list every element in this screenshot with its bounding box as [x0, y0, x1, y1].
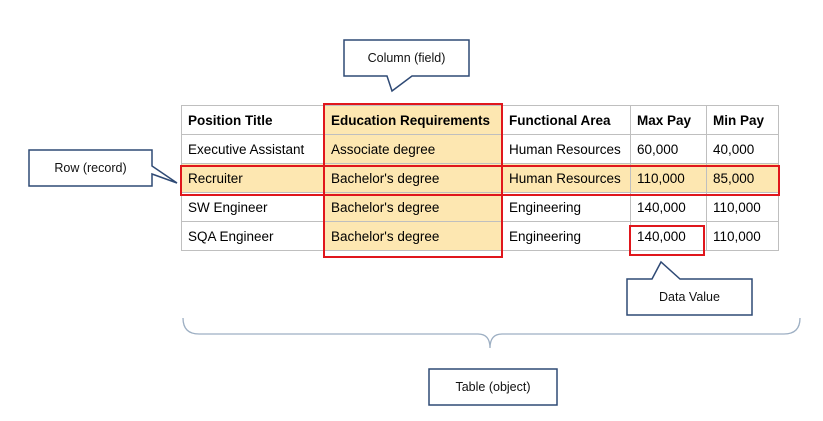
table-row: SW Engineer Bachelor's degree Engineerin…	[181, 192, 779, 222]
table-row: Executive Assistant Associate degree Hum…	[181, 134, 779, 164]
column-callout-shape	[343, 39, 470, 93]
header-min-pay: Min Pay	[706, 105, 779, 135]
table-cell: Bachelor's degree	[324, 192, 503, 222]
table-row-highlighted: Recruiter Bachelor's degree Human Resour…	[181, 163, 779, 193]
table-cell: 140,000	[630, 192, 707, 222]
table-cell: Human Resources	[502, 134, 631, 164]
table-cell: 110,000	[706, 192, 779, 222]
table-cell: Bachelor's degree	[324, 221, 503, 251]
table-row: SQA Engineer Bachelor's degree Engineeri…	[181, 221, 779, 251]
table-cell: Engineering	[502, 192, 631, 222]
header-functional-area: Functional Area	[502, 105, 631, 135]
table-cell: Engineering	[502, 221, 631, 251]
table-cell: Executive Assistant	[181, 134, 325, 164]
table-cell: 40,000	[706, 134, 779, 164]
table-cell: 85,000	[706, 163, 779, 193]
header-position-title: Position Title	[181, 105, 325, 135]
table-cell: Associate degree	[324, 134, 503, 164]
table-cell: 110,000	[706, 221, 779, 251]
table-cell: Bachelor's degree	[324, 163, 503, 193]
data-value-callout-shape	[626, 260, 753, 316]
table-cell: Human Resources	[502, 163, 631, 193]
header-education-requirements: Education Requirements	[324, 105, 503, 135]
row-callout-label: Row (record)	[54, 161, 127, 175]
header-max-pay: Max Pay	[630, 105, 707, 135]
table-cell: Recruiter	[181, 163, 325, 193]
table-cell-data-value: 140,000	[630, 221, 707, 251]
table-brace	[182, 317, 801, 349]
row-callout-shape	[28, 149, 178, 187]
data-value-callout-label: Data Value	[659, 290, 720, 304]
data-table: Position Title Education Requirements Fu…	[181, 105, 779, 251]
column-callout-label: Column (field)	[367, 51, 446, 65]
table-callout-shape	[428, 368, 558, 406]
table-cell: 110,000	[630, 163, 707, 193]
table-cell: SQA Engineer	[181, 221, 325, 251]
table-callout-label: Table (object)	[455, 380, 531, 394]
table-cell: 60,000	[630, 134, 707, 164]
table-header-row: Position Title Education Requirements Fu…	[181, 105, 779, 135]
table-cell: SW Engineer	[181, 192, 325, 222]
